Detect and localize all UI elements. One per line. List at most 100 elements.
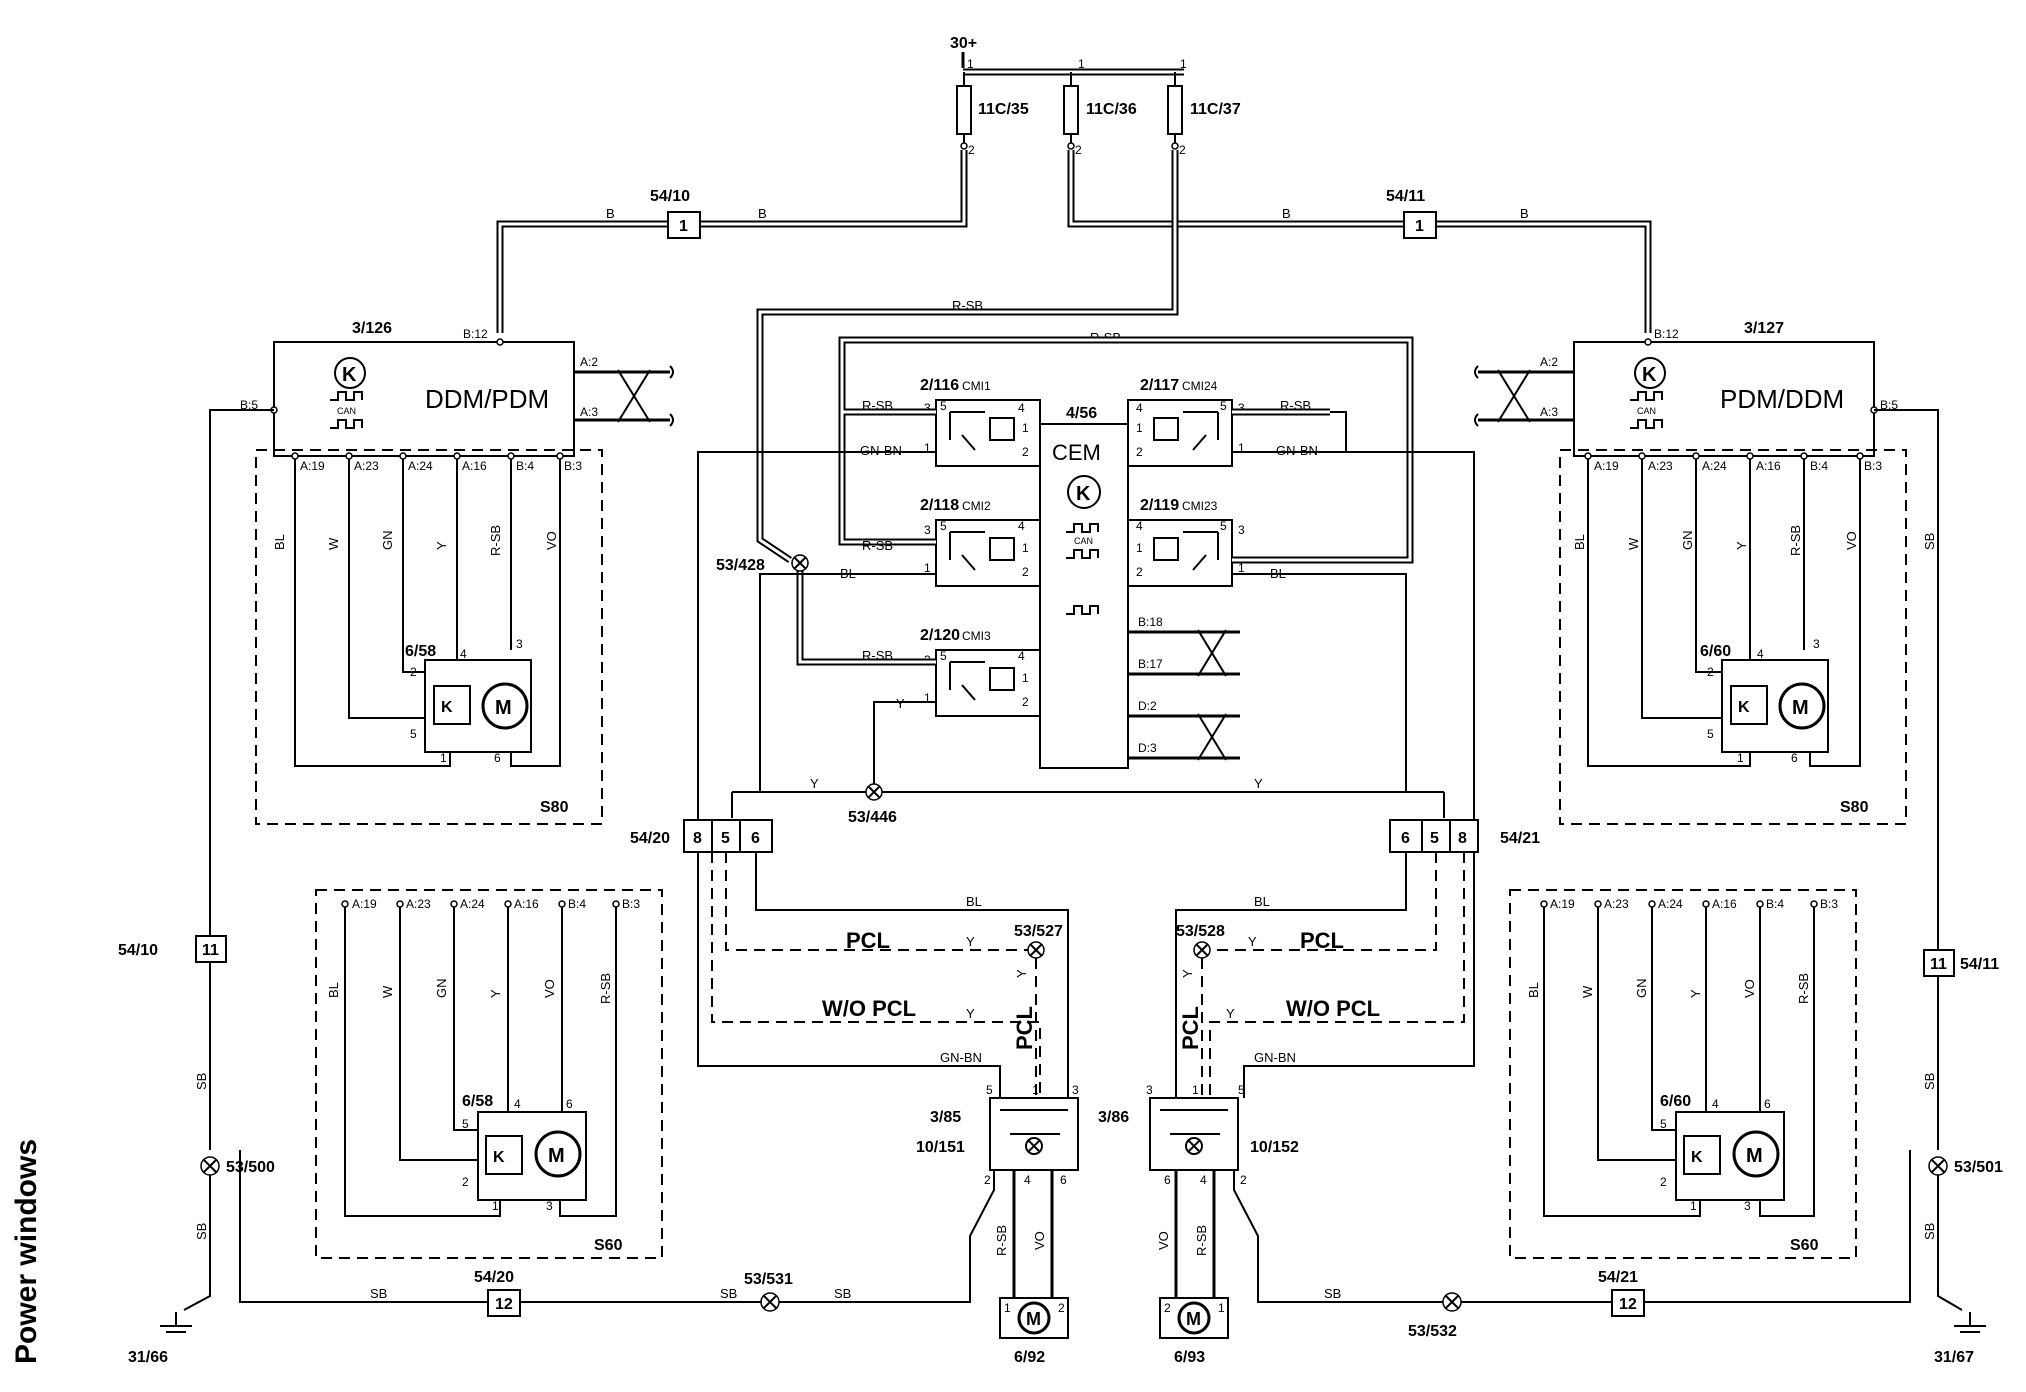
svg-text:31/66: 31/66 [128, 1349, 168, 1366]
svg-text:W: W [1626, 537, 1641, 550]
fuse-11c-36: 2 11C/36 [1063, 72, 1137, 157]
supply-wires: 1 54/10 1 54/11 B B B B R-SB R-SB [496, 150, 1652, 563]
fuse-11c-37: 2 11C/37 [1167, 72, 1241, 157]
svg-text:GN: GN [1680, 531, 1695, 551]
k-symbol-icon: K [1634, 357, 1666, 389]
svg-text:BL: BL [272, 534, 287, 550]
svg-text:SB: SB [1324, 1286, 1341, 1301]
variant-label: S80 [540, 799, 569, 816]
svg-text:A:2: A:2 [1540, 355, 1558, 369]
svg-text:Y: Y [1014, 969, 1029, 978]
module-left-ddm-pdm: 3/126 B:12 K CAN DDM/PDM B:5 A:2 A:3 A:1… [209, 320, 674, 1150]
svg-text:B:3: B:3 [622, 897, 640, 911]
svg-text:K: K [1738, 699, 1750, 716]
svg-text:M: M [1792, 697, 1809, 719]
svg-text:M: M [548, 1145, 565, 1167]
svg-text:3/85: 3/85 [930, 1109, 961, 1126]
k-symbol-icon: K [334, 357, 366, 389]
s60-right-pins: A:19 A:23 A:24 A:16 B:4 B:3 [1540, 897, 1838, 911]
svg-text:4: 4 [1018, 401, 1025, 415]
svg-text:B:4: B:4 [516, 459, 534, 473]
svg-text:Y: Y [434, 541, 449, 550]
svg-text:SB: SB [1922, 1223, 1937, 1240]
svg-text:6: 6 [1791, 751, 1798, 765]
svg-text:4: 4 [1024, 1173, 1031, 1187]
relay-group: 2/116 CMI1 31 412 5 2/118 CMI2 31 412 5 … [796, 336, 1414, 717]
svg-text:A:24: A:24 [408, 459, 433, 473]
svg-text:VO: VO [1156, 1231, 1171, 1250]
svg-text:Y: Y [966, 1006, 975, 1021]
svg-text:A:23: A:23 [406, 897, 431, 911]
svg-text:W/O PCL: W/O PCL [1286, 996, 1380, 1021]
module-name: DDM/PDM [425, 384, 549, 414]
svg-text:SB: SB [1922, 1073, 1937, 1090]
svg-text:1: 1 [1690, 1199, 1697, 1213]
svg-text:6: 6 [1764, 1097, 1771, 1111]
svg-text:K: K [493, 1149, 505, 1166]
svg-text:53/501: 53/501 [1954, 1159, 2003, 1176]
s60-right: S60 A:19 A:23 A:24 A:16 B:4 B:3 BL W GN … [1509, 889, 1857, 1259]
svg-text:1: 1 [1004, 1301, 1011, 1315]
svg-text:2/117: 2/117 [1140, 377, 1179, 394]
svg-text:5: 5 [721, 830, 730, 847]
svg-text:M: M [1746, 1145, 1763, 1167]
svg-text:SB: SB [194, 1223, 209, 1240]
svg-text:6: 6 [494, 751, 501, 765]
connector-54-10-top [667, 211, 701, 239]
module-id: 3/127 [1744, 320, 1784, 337]
svg-text:A:24: A:24 [1658, 897, 1683, 911]
svg-text:3: 3 [1238, 523, 1245, 537]
svg-text:3: 3 [1813, 637, 1820, 651]
connector-54-10-bottom [195, 935, 227, 963]
svg-text:1: 1 [924, 691, 931, 705]
variant-label: S80 [1840, 799, 1869, 816]
svg-text:53/531: 53/531 [744, 1271, 793, 1288]
svg-text:2/118: 2/118 [920, 497, 959, 514]
svg-text:R-SB: R-SB [862, 538, 893, 553]
svg-text:2: 2 [1164, 1301, 1171, 1315]
relay-2-116: 2/116 CMI1 31 412 5 [920, 377, 1041, 467]
svg-text:A:19: A:19 [352, 897, 377, 911]
svg-text:K: K [441, 699, 453, 716]
svg-text:31/67: 31/67 [1934, 1349, 1974, 1366]
svg-text:1: 1 [1032, 1083, 1039, 1097]
svg-text:A:23: A:23 [354, 459, 379, 473]
svg-text:W: W [326, 537, 341, 550]
svg-text:6/60: 6/60 [1660, 1093, 1691, 1110]
svg-text:54/20: 54/20 [630, 830, 670, 847]
svg-text:53/446: 53/446 [848, 809, 897, 826]
svg-text:11: 11 [202, 942, 219, 959]
svg-text:6: 6 [751, 830, 760, 847]
svg-text:GN: GN [380, 531, 395, 551]
svg-text:5: 5 [940, 519, 947, 533]
svg-text:5: 5 [1660, 1117, 1667, 1131]
svg-text:8: 8 [693, 830, 702, 847]
svg-text:1: 1 [679, 218, 688, 235]
svg-text:5: 5 [986, 1083, 993, 1097]
svg-text:A:24: A:24 [1702, 459, 1727, 473]
svg-text:Y: Y [1226, 1006, 1235, 1021]
svg-text:R-SB: R-SB [488, 525, 503, 556]
s60-left: S60 A:19 A:23 A:24 A:16 B:4 B:3 BL W GN … [315, 889, 663, 1259]
svg-text:A:16: A:16 [1756, 459, 1781, 473]
svg-text:VO: VO [544, 531, 559, 550]
svg-text:SB: SB [1922, 533, 1937, 550]
k-symbol-icon [1067, 475, 1101, 509]
svg-text:5: 5 [940, 399, 947, 413]
svg-text:2: 2 [1660, 1175, 1667, 1189]
svg-text:GN: GN [434, 979, 449, 999]
svg-text:CAN: CAN [1637, 406, 1656, 416]
svg-text:W/O PCL: W/O PCL [822, 996, 916, 1021]
svg-text:B:17: B:17 [1138, 657, 1163, 671]
connector-54-11-bottom [1923, 949, 1955, 977]
svg-text:A:19: A:19 [1594, 459, 1619, 473]
svg-text:BL: BL [326, 982, 341, 998]
svg-text:A:19: A:19 [1550, 897, 1575, 911]
svg-text:1: 1 [924, 561, 931, 575]
svg-text:A:23: A:23 [1648, 459, 1673, 473]
relay-2-117: 2/117 CMI24 31 412 5 [1127, 377, 1245, 467]
svg-text:2/119: 2/119 [1140, 497, 1179, 514]
svg-text:2: 2 [1075, 143, 1082, 157]
svg-text:B:4: B:4 [1810, 459, 1828, 473]
